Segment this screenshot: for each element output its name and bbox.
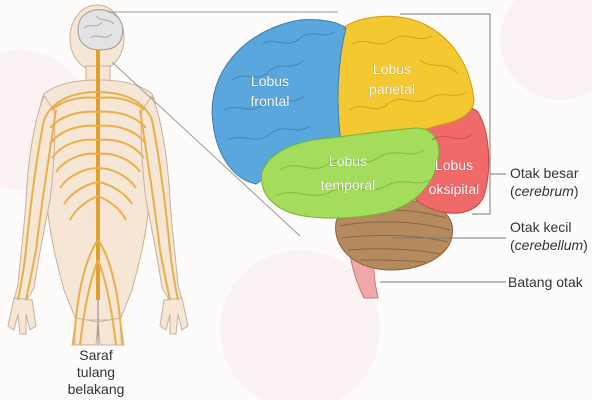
- label-oksipital-line-2: oksipital: [429, 181, 480, 197]
- head-brain-icon: [78, 10, 123, 50]
- callout-brainstem: Batang otak: [508, 274, 584, 290]
- label-parietal-line-2: parietal: [369, 81, 415, 97]
- spinal-nerve-label-line-1: Saraf: [79, 347, 113, 363]
- callout-cerebellum: Otak kecil (cerebellum): [510, 219, 588, 253]
- callout-cerebrum: Otak besar (cerebrum): [510, 165, 579, 199]
- brain: Lobus frontal Lobus parietal Lobus tempo…: [212, 16, 489, 298]
- spinal-nerve-label-line-2: tulang: [77, 364, 115, 380]
- label-temporal-line-2: temporal: [321, 177, 375, 193]
- label-frontal-line-1: Lobus: [251, 73, 289, 89]
- cerebrum-latin: (cerebrum): [510, 183, 578, 199]
- cerebellum-label: Otak kecil: [510, 219, 571, 235]
- label-oksipital-line-1: Lobus: [435, 157, 473, 173]
- spinal-nerve-label-line-3: belakang: [68, 381, 125, 397]
- label-frontal-line-2: frontal: [251, 93, 290, 109]
- label-parietal-line-1: Lobus: [373, 61, 411, 77]
- label-temporal-line-1: Lobus: [329, 153, 367, 169]
- cerebellum-latin: (cerebellum): [510, 237, 588, 253]
- cerebrum-label: Otak besar: [510, 165, 579, 181]
- brainstem-label: Batang otak: [508, 274, 584, 290]
